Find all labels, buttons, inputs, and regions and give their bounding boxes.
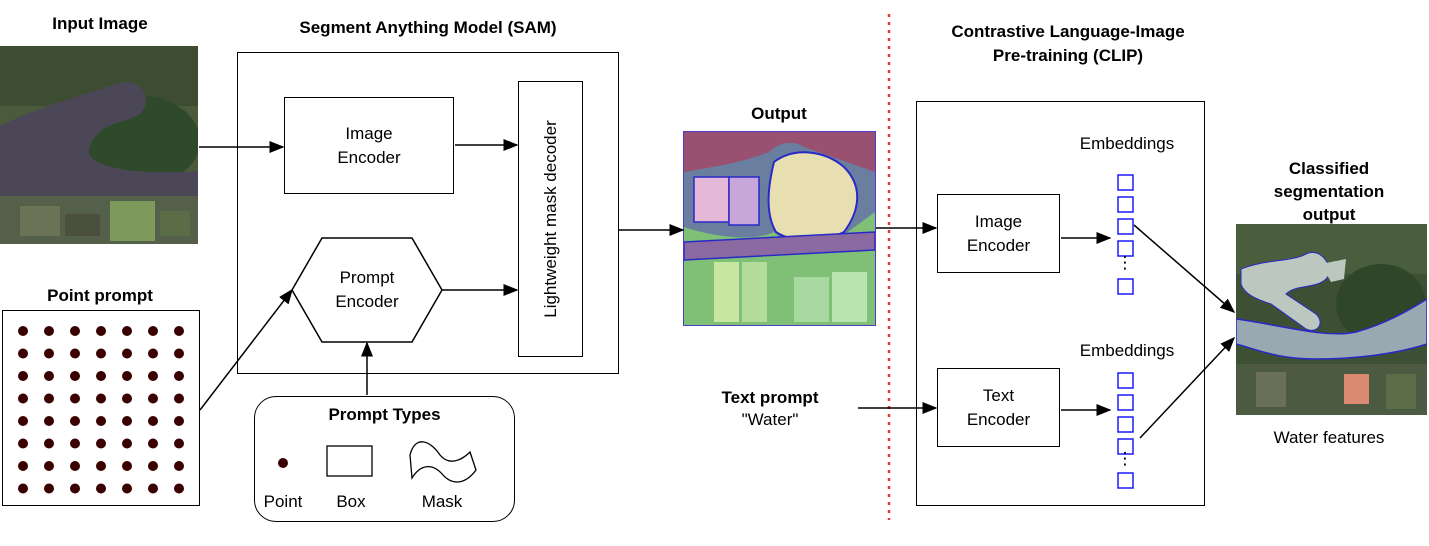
prompt-type-mask-label: Mask <box>421 492 463 511</box>
point-prompt-dot <box>148 461 158 471</box>
point-prompt-dot <box>44 483 54 494</box>
point-prompt-dot <box>18 393 28 404</box>
sam-title: Segment Anything Model (SAM) <box>299 18 557 37</box>
point-prompt-dot <box>148 393 158 404</box>
point-prompt-dot <box>122 416 132 426</box>
point-prompt-dot <box>148 371 158 381</box>
point-prompt-dot <box>96 393 106 404</box>
point-prompt-dot <box>96 371 106 381</box>
point-prompt-dot <box>44 326 54 336</box>
input-image-title: Input Image <box>52 14 148 33</box>
text-prompt-value: "Water" <box>741 410 799 429</box>
point-prompt-dot <box>70 416 80 426</box>
clip-embeddings-bottom-label: Embeddings <box>1079 341 1175 360</box>
point-prompt-dot <box>122 348 132 359</box>
point-prompt-dot <box>70 348 80 359</box>
point-prompt-dot <box>122 371 132 381</box>
point-prompt-dot <box>96 461 106 471</box>
clip-image-encoder: Image Encoder <box>937 194 1060 273</box>
sam-image-encoder: Image Encoder <box>284 97 454 194</box>
point-prompt-dot <box>44 393 54 404</box>
input-satellite-image <box>0 46 198 244</box>
classified-title: Classified segmentation output <box>1273 159 1385 224</box>
point-prompt-dot <box>148 326 158 336</box>
point-prompt-dot <box>18 371 28 381</box>
point-prompt-dot <box>44 348 54 359</box>
point-prompt-dot <box>122 483 132 494</box>
output-segmentation-image <box>683 131 876 326</box>
clip-embeddings-top-label: Embeddings <box>1079 134 1175 153</box>
point-prompt-dot <box>174 326 184 336</box>
point-prompt-dot <box>122 461 132 471</box>
point-prompt-dot <box>70 461 80 471</box>
clip-embeddings-top-ellipsis: ⋮ <box>1116 253 1134 272</box>
prompt-type-box-label: Box <box>336 492 366 511</box>
point-prompt-dot <box>96 438 106 449</box>
point-prompt-dot <box>174 348 184 359</box>
point-prompt-dot <box>174 371 184 381</box>
clip-embeddings-bottom-ellipsis: ⋮ <box>1116 449 1134 468</box>
point-prompt-dot <box>148 416 158 426</box>
point-prompt-dot <box>174 438 184 449</box>
point-prompt-dot <box>148 483 158 494</box>
point-prompt-dot <box>70 371 80 381</box>
sam-prompt-encoder: Prompt Encoder <box>335 268 399 311</box>
point-prompt-dot <box>122 326 132 336</box>
point-prompt-dot <box>44 416 54 426</box>
point-prompt-dot <box>70 393 80 404</box>
point-prompt-dot <box>148 438 158 449</box>
point-prompt-title: Point prompt <box>47 286 153 305</box>
point-prompt-grid <box>2 310 200 506</box>
clip-title: Contrastive Language-Image Pre-training … <box>951 22 1185 65</box>
point-prompt-dot <box>96 416 106 426</box>
classified-caption: Water features <box>1273 428 1385 447</box>
point-prompt-dot <box>96 483 106 494</box>
point-prompt-dot <box>70 483 80 494</box>
point-prompt-dot <box>44 438 54 449</box>
point-prompt-dot <box>148 348 158 359</box>
point-prompt-dot <box>96 326 106 336</box>
point-prompt-dot <box>18 348 28 359</box>
point-prompt-dot <box>122 438 132 449</box>
point-prompt-dot <box>18 483 28 494</box>
point-prompt-dot <box>174 461 184 471</box>
point-prompt-dot <box>96 348 106 359</box>
point-prompt-dot <box>18 326 28 336</box>
classified-output-image <box>1236 224 1427 415</box>
point-prompt-dot <box>174 416 184 426</box>
point-prompt-dot <box>18 416 28 426</box>
output-title: Output <box>751 104 807 123</box>
point-prompt-dot <box>122 393 132 404</box>
prompt-types-title: Prompt Types <box>328 405 441 424</box>
point-prompt-dot <box>70 326 80 336</box>
point-prompt-dot <box>18 438 28 449</box>
point-prompt-dot <box>44 371 54 381</box>
prompt-type-point-label: Point <box>263 492 303 511</box>
clip-text-encoder: Text Encoder <box>937 368 1060 447</box>
point-prompt-dot <box>44 461 54 471</box>
point-prompt-dot <box>174 483 184 494</box>
text-prompt-title: Text prompt <box>721 388 819 407</box>
point-prompt-dot <box>70 438 80 449</box>
point-prompt-dot <box>18 461 28 471</box>
point-prompt-dot <box>174 393 184 404</box>
sam-mask-decoder-label: Lightweight mask decoder <box>540 120 560 318</box>
sam-mask-decoder: Lightweight mask decoder <box>518 81 583 357</box>
